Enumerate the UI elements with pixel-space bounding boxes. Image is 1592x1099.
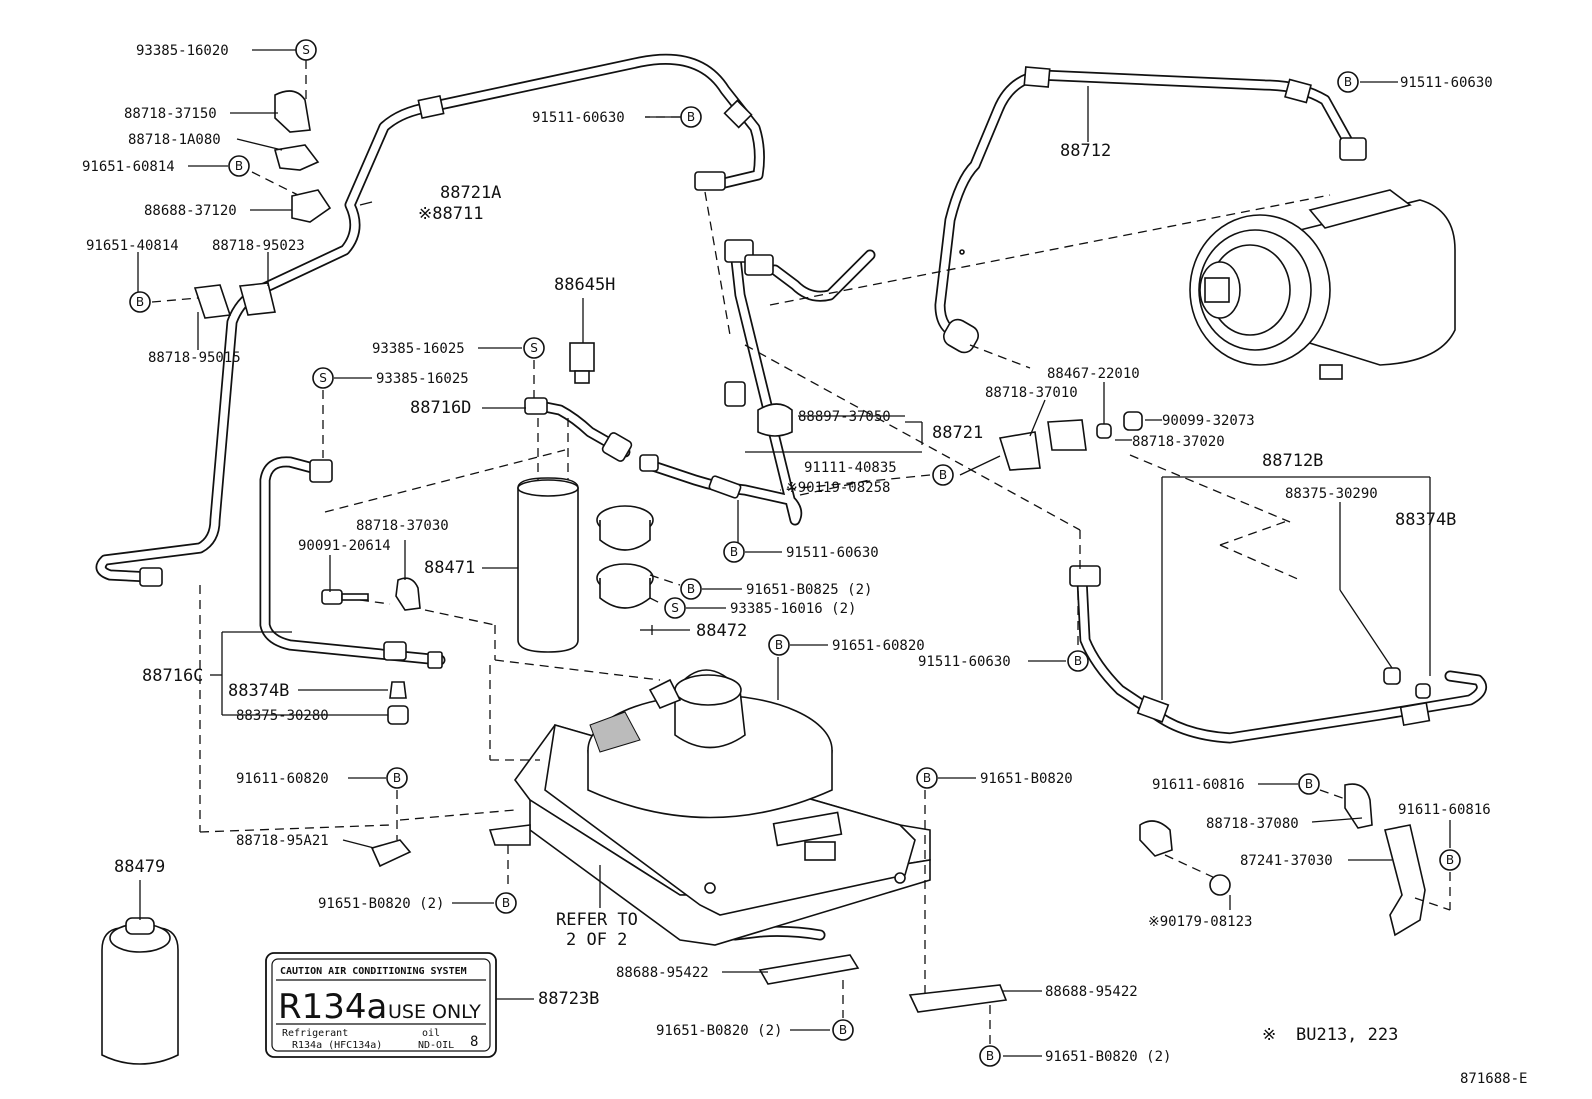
- callout-40: 91611-60820: [236, 771, 329, 787]
- compressor: [1189, 189, 1456, 380]
- callout-36: 91511-60630: [918, 654, 1011, 670]
- callout-0: 93385-16020: [136, 43, 229, 59]
- callout-12: 91511-60630: [1400, 75, 1493, 91]
- svg-text:B: B: [502, 896, 510, 910]
- caution-label-plate: CAUTION AIR CONDITIONING SYSTEM R134a US…: [265, 952, 497, 1058]
- callout-26: 88375-30290: [1285, 486, 1378, 502]
- callout-15: 93385-16025: [376, 371, 469, 387]
- footer: ※ BU213, 223 871688-E: [1262, 1025, 1527, 1087]
- callout-16: 88716D: [410, 398, 471, 418]
- svg-text:B: B: [839, 1023, 847, 1037]
- svg-text:B: B: [939, 468, 947, 482]
- leader-lines: [137, 49, 1451, 1057]
- callout-37: 88716C: [142, 666, 203, 686]
- svg-text:B: B: [923, 771, 931, 785]
- svg-text:S: S: [319, 371, 327, 385]
- callout-48: 91651-B0820 (2): [318, 896, 444, 912]
- svg-text:B: B: [1074, 654, 1082, 668]
- svg-text:B: B: [136, 295, 144, 309]
- callout-55: 91651-B0820 (2): [656, 1023, 782, 1039]
- plate-oil-label: oil: [422, 1028, 440, 1039]
- callout-49: REFER TO: [556, 910, 638, 930]
- callout-8: 88718-95023: [212, 238, 305, 254]
- svg-text:S: S: [671, 601, 679, 615]
- callout-24: ※90119-08258: [786, 480, 890, 496]
- footnote-symbol: ※: [1262, 1025, 1276, 1045]
- svg-text:B: B: [1305, 777, 1313, 791]
- svg-text:S: S: [302, 43, 310, 57]
- callout-6: ※88711: [418, 204, 483, 224]
- markers: S B B B B S S B B B S B B B B B B B B B: [129, 39, 1461, 1067]
- svg-text:S: S: [530, 341, 538, 355]
- callout-29: 90091-20614: [298, 538, 391, 554]
- callout-43: 91611-60816: [1398, 802, 1491, 818]
- callout-53: 88688-95422: [1045, 984, 1138, 1000]
- callout-5: 88721A: [440, 183, 501, 203]
- callout-33: 93385-16016 (2): [730, 601, 856, 617]
- plate-refrigerant-label: Refrigerant: [282, 1028, 348, 1039]
- callout-52: 88688-95422: [616, 965, 709, 981]
- callout-51: ※90179-08123: [1148, 914, 1252, 930]
- svg-text:B: B: [730, 545, 738, 559]
- drawing-number: 871688-E: [1460, 1071, 1527, 1087]
- callout-23: 91111-40835: [804, 460, 897, 476]
- callout-30: 88471: [424, 558, 475, 578]
- callout-28: 88718-37030: [356, 518, 449, 534]
- plate-caution: CAUTION AIR CONDITIONING SYSTEM: [280, 966, 467, 977]
- svg-text:B: B: [235, 159, 243, 173]
- plate-refrigerant-value: R134a (HFC134a): [292, 1040, 382, 1051]
- svg-text:B: B: [1446, 853, 1454, 867]
- svg-text:B: B: [986, 1049, 994, 1063]
- callout-38: 88374B: [228, 681, 289, 701]
- callout-56: 91651-B0820 (2): [1045, 1049, 1171, 1065]
- callout-21: 90099-32073: [1162, 413, 1255, 429]
- plate-use-only: USE ONLY: [388, 1001, 481, 1023]
- callout-4: 88688-37120: [144, 203, 237, 219]
- callout-22: 88718-37020: [1132, 434, 1225, 450]
- oil-can: [101, 917, 179, 1065]
- callout-19: 88897-37050: [798, 409, 891, 425]
- svg-text:B: B: [775, 638, 783, 652]
- callout-27: 88374B: [1395, 510, 1456, 530]
- callout-44: 88718-37080: [1206, 816, 1299, 832]
- callout-34: 88472: [696, 621, 747, 641]
- callout-7: 91651-40814: [86, 238, 179, 254]
- callout-47: 88479: [114, 857, 165, 877]
- callout-41: 91651-B0820: [980, 771, 1073, 787]
- plate-oil-value: ND-OIL: [418, 1040, 454, 1051]
- callout-3: 91651-60814: [82, 159, 175, 175]
- svg-text:B: B: [393, 771, 401, 785]
- callout-31: 91511-60630: [786, 545, 879, 561]
- callout-2: 88718-1A080: [128, 132, 221, 148]
- callout-50: 2 OF 2: [566, 930, 627, 950]
- plate-refrigerant-code: R134a: [278, 987, 387, 1027]
- callout-25: 88712B: [1262, 451, 1323, 471]
- callout-54: 88723B: [538, 989, 599, 1009]
- callout-39: 88375-30280: [236, 708, 329, 724]
- callout-35: 91651-60820: [832, 638, 925, 654]
- callout-9: 88718-95015: [148, 350, 241, 366]
- footnote-text: BU213, 223: [1296, 1025, 1398, 1045]
- svg-text:B: B: [1344, 75, 1352, 89]
- condenser-assembly: [488, 669, 931, 946]
- callout-labels: 93385-16020 88718-37150 88718-1A080 9165…: [82, 43, 1493, 1065]
- callout-11: 88712: [1060, 141, 1111, 161]
- callout-1: 88718-37150: [124, 106, 217, 122]
- parts: [101, 66, 1456, 1065]
- svg-text:B: B: [687, 110, 695, 124]
- callout-13: 88645H: [554, 275, 615, 295]
- callout-10: 91511-60630: [532, 110, 625, 126]
- callout-42: 91611-60816: [1152, 777, 1245, 793]
- callout-14: 93385-16025: [372, 341, 465, 357]
- plate-oil-grade: 8: [470, 1034, 478, 1050]
- callout-32: 91651-B0825 (2): [746, 582, 872, 598]
- callout-20: 88721: [932, 423, 983, 443]
- callout-45: 87241-37030: [1240, 853, 1333, 869]
- callout-46: 88718-95A21: [236, 833, 329, 849]
- callout-17: 88467-22010: [1047, 366, 1140, 382]
- callout-18: 88718-37010: [985, 385, 1078, 401]
- pipes: [95, 53, 1488, 941]
- svg-text:B: B: [687, 582, 695, 596]
